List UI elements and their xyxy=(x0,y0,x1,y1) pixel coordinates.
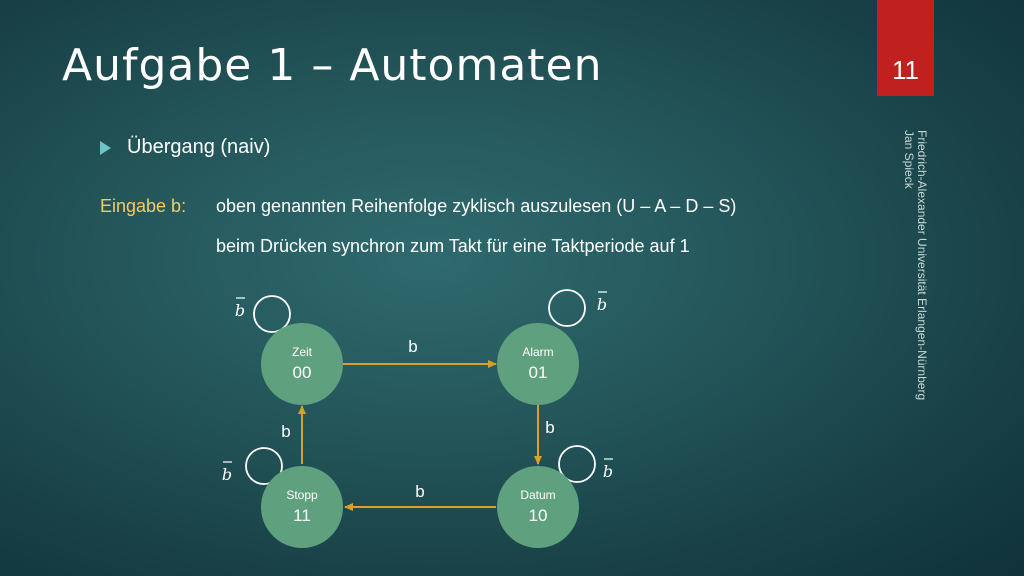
state-zeit: Zeit 00 xyxy=(261,323,343,405)
bullet-text: Übergang (naiv) xyxy=(127,136,271,158)
loop-label-stopp-text: b xyxy=(222,465,232,484)
description-line-2: beim Drücken synchron zum Takt für eine … xyxy=(216,236,690,256)
state-zeit-name: Zeit xyxy=(292,345,313,359)
loop-label-datum-text: b xyxy=(603,462,613,481)
state-datum-name: Datum xyxy=(520,488,555,502)
label-alarm-datum: b xyxy=(545,418,554,437)
state-stopp: Stopp 11 xyxy=(261,466,343,548)
state-datum: Datum 10 xyxy=(497,466,579,548)
state-alarm: Alarm 01 xyxy=(497,323,579,405)
self-loop-datum xyxy=(558,445,596,483)
loop-label-zeit-text: b xyxy=(235,301,245,320)
bullet-item: Übergang (naiv) xyxy=(100,136,270,159)
state-datum-code: 10 xyxy=(529,506,548,525)
label-zeit-alarm: b xyxy=(408,337,417,356)
slide-number: 11 xyxy=(892,55,919,85)
state-stopp-code: 11 xyxy=(293,506,311,525)
self-loop-zeit xyxy=(253,295,291,333)
loop-label-alarm: b xyxy=(597,291,607,314)
label-stopp-zeit: b xyxy=(281,422,290,441)
self-loop-alarm xyxy=(548,289,586,327)
slide-title: Aufgabe 1 – Automaten xyxy=(62,40,603,91)
label-datum-stopp: b xyxy=(415,482,424,501)
state-stopp-name: Stopp xyxy=(286,488,318,502)
slide-number-badge: 11 xyxy=(877,0,934,96)
description-line-1: oben genannten Reihenfolge zyklisch ausz… xyxy=(216,196,737,216)
state-alarm-name: Alarm xyxy=(522,345,553,359)
state-zeit-code: 00 xyxy=(293,363,312,382)
input-label: Eingabe b: xyxy=(100,196,187,216)
loop-label-alarm-text: b xyxy=(597,295,607,314)
loop-label-zeit: b xyxy=(235,297,245,320)
self-loop-stopp xyxy=(245,447,283,485)
state-alarm-code: 01 xyxy=(529,363,548,382)
loop-label-stopp: b xyxy=(222,461,232,484)
loop-label-datum: b xyxy=(603,458,613,481)
bullet-arrow-icon xyxy=(100,140,111,155)
